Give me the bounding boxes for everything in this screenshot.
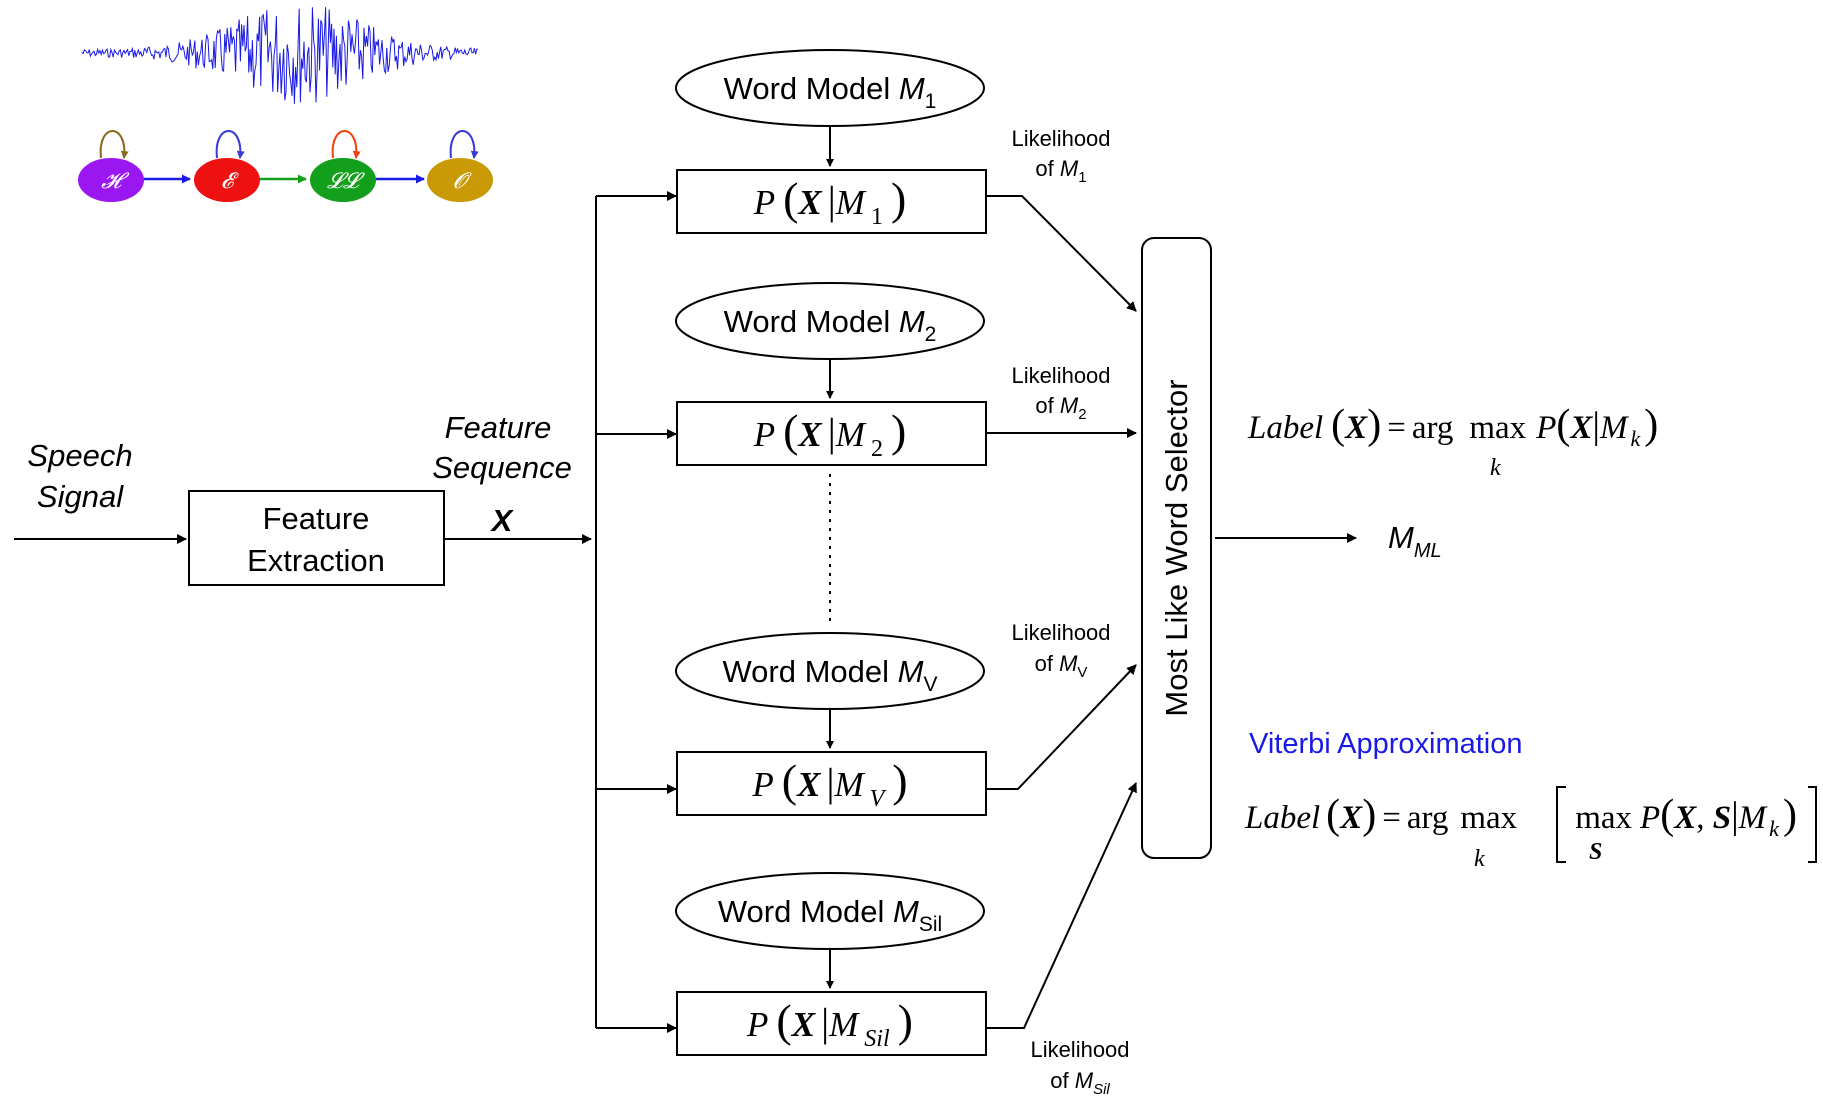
self-loop-arrow [99,130,129,159]
waveform-trace [81,7,479,104]
hmm-state-ll-label: 𝓛𝓛 [327,168,365,193]
speech-label-line2: Signal [37,479,124,514]
word-model-sil-label: Word Model MSil [718,894,942,936]
feature-extraction-box [188,490,445,586]
likelihood-v-line2: of MV [1035,651,1088,681]
hmm-chain: 𝓗 𝓔 𝓛𝓛 𝓞 [78,130,493,202]
feature-box-line2: Extraction [247,543,385,578]
self-loop-arrow [331,130,361,159]
feature-seq-line1: Feature [445,410,552,445]
word-model-2-label: Word Model M2 [724,304,937,346]
likelihood-v-line1: Likelihood [1011,620,1110,645]
formula1-k: k [1490,455,1501,481]
most-like-word-selector-box [1141,237,1212,859]
likelihood-2-line2: of M2 [1035,393,1086,423]
prob-box-v [676,751,987,816]
speech-label-line1: Speech [27,438,132,473]
likelihood-sil-line2: of MSil [1050,1068,1110,1098]
prob-box-2 [676,401,987,466]
prob-box-1 [676,169,987,234]
likelihood-1-line1: Likelihood [1011,126,1110,151]
word-model-1-oval [675,49,985,127]
model-1-to-selector [986,195,1137,312]
feature-seq-line2: Sequence [432,450,572,485]
likelihood-sil-line1: Likelihood [1030,1037,1129,1062]
likelihood-1-line2: of M1 [1035,156,1086,186]
word-model-1-label: Word Model M1 [724,71,937,113]
speech-waveform [81,7,479,104]
hmm-state-e [194,158,260,202]
prob-box-sil [676,991,987,1056]
selector-label: Most Like Word Selector [1159,379,1194,716]
likelihood-2-line1: Likelihood [1011,363,1110,388]
self-loop-arrow [215,130,245,159]
hmm-state-o [427,158,493,202]
model-sil-to-selector [986,782,1137,1029]
viterbi-right-bracket [1808,786,1817,863]
self-loop-arrow [449,130,479,159]
viterbi-title: Viterbi Approximation [1249,728,1523,760]
viterbi-k: k [1474,846,1485,872]
hmm-state-ll [310,158,376,202]
viterbi-left-bracket [1556,786,1566,863]
model-v-to-selector [986,664,1137,790]
viterbi-s-under: S [1589,839,1602,865]
output-ml-label: MML [1388,520,1442,562]
word-model-v-label: Word Model MV [722,654,937,696]
hmm-state-h [78,158,144,202]
feature-seq-symbol: X [490,503,515,538]
feature-box-line1: Feature [263,501,370,536]
